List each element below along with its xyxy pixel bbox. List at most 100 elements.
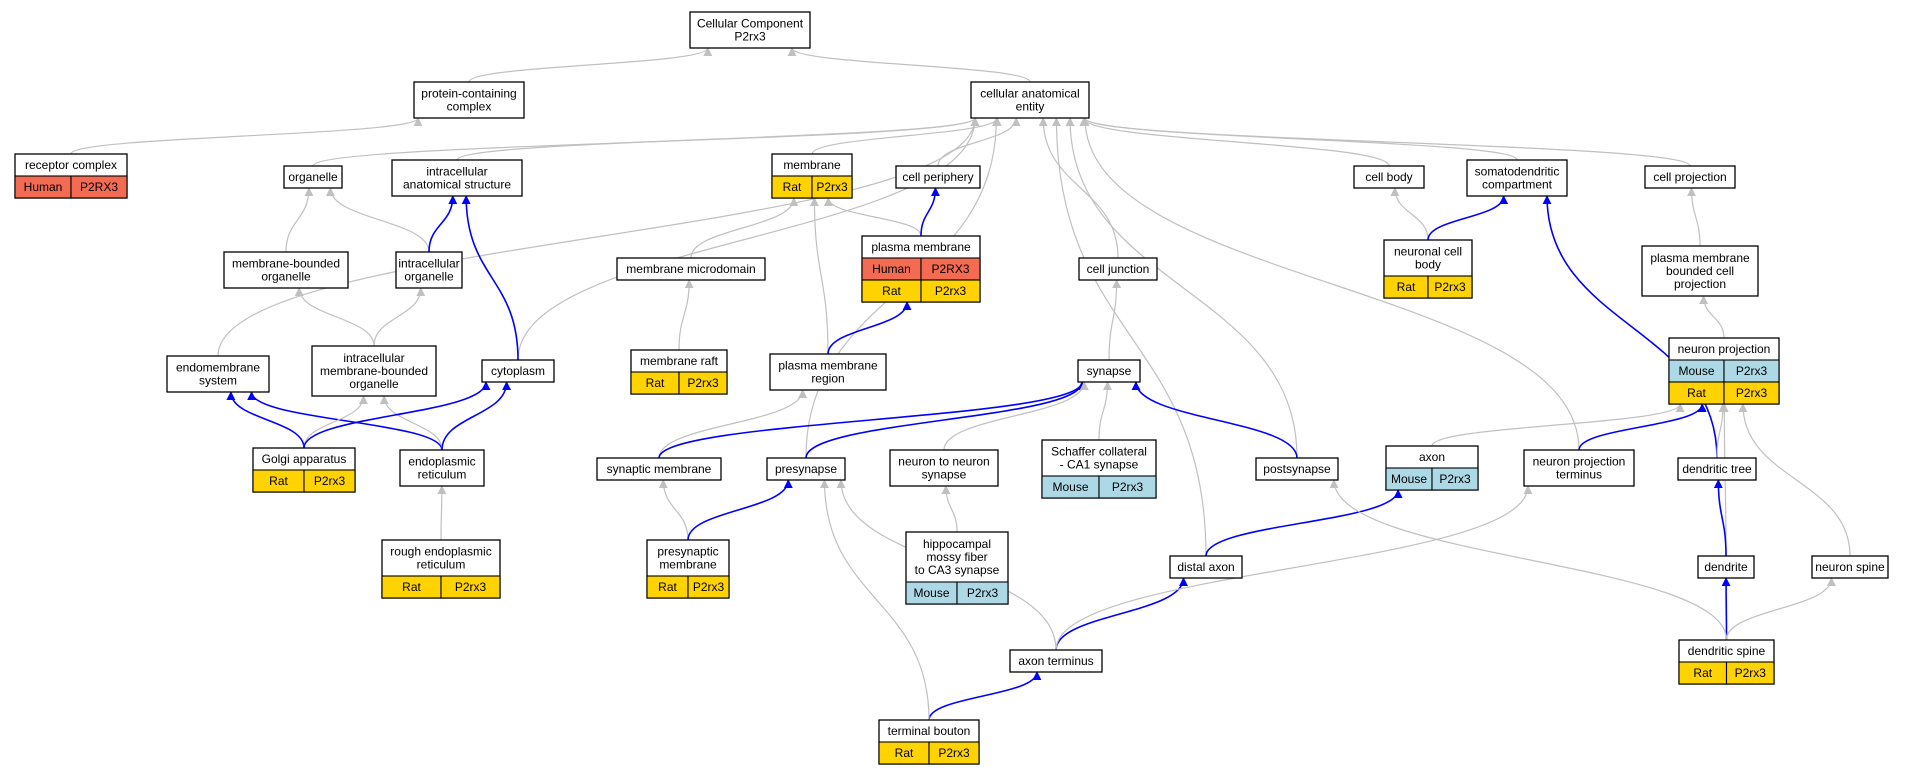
edge-np-to-pmbcp — [1699, 295, 1725, 339]
edge-post-to-syn — [1131, 381, 1298, 459]
edge-pm-to-cper — [920, 187, 940, 237]
node-box — [1169, 555, 1243, 579]
node-label: intracellular — [398, 257, 459, 271]
node-cbody[interactable]: cell body — [1353, 165, 1425, 189]
species-label: Mouse — [1678, 364, 1714, 378]
edge-npt-to-cae — [1080, 117, 1580, 451]
node-label: neuron spine — [1815, 560, 1885, 574]
node-box — [399, 449, 485, 487]
node-dtree[interactable]: dendritic tree — [1677, 457, 1757, 481]
node-dend[interactable]: dendrite — [1697, 555, 1755, 579]
node-label: endomembrane — [176, 361, 260, 375]
node-label: hippocampal — [923, 537, 991, 551]
node-label: synapse — [1087, 364, 1132, 378]
edge-pmr-to-pm — [827, 301, 912, 355]
node-sm[interactable]: synaptic membrane — [596, 457, 722, 481]
gene-cell — [811, 175, 853, 199]
edge-rc-to-pcc — [70, 117, 423, 155]
node-box — [889, 449, 999, 487]
node-mmd[interactable]: membrane microdomain — [616, 257, 766, 281]
edge-mbo-to-org — [285, 187, 314, 253]
edge-sm-to-pmr — [658, 389, 808, 459]
node-cj[interactable]: cell junction — [1078, 257, 1158, 281]
node-box — [391, 159, 523, 197]
edge-pre-to-syn — [805, 381, 1087, 459]
species-label: Rat — [1687, 386, 1706, 400]
edge-npt-to-np — [1578, 403, 1707, 451]
edge-ncb-to-cbody — [1390, 187, 1429, 241]
node-label: presynapse — [775, 462, 837, 476]
node-cyto[interactable]: cytoplasm — [481, 359, 555, 383]
node-box — [1353, 165, 1425, 189]
node-label: cell projection — [1653, 170, 1726, 184]
edge-cproj-to-cae — [1080, 117, 1691, 167]
node-pre[interactable]: presynapse — [766, 457, 846, 481]
node-cper[interactable]: cell periphery — [895, 165, 981, 189]
node-nspine[interactable]: neuron spine — [1811, 555, 1889, 579]
node-aterm[interactable]: axon terminus — [1009, 649, 1103, 673]
node-box — [166, 355, 270, 393]
edge-daxon-to-axon — [1205, 489, 1403, 557]
gene-cell — [1427, 275, 1473, 299]
node-label: axon terminus — [1018, 654, 1093, 668]
node-label: cytoplasm — [491, 364, 545, 378]
node-cproj[interactable]: cell projection — [1644, 165, 1736, 189]
gene-cell — [928, 741, 980, 765]
species-label: Mouse — [1052, 480, 1088, 494]
species-label: Rat — [269, 474, 288, 488]
node-label: plasma membrane — [778, 359, 878, 373]
edge-sm-to-syn — [658, 381, 1087, 459]
node-label: organelle — [349, 377, 399, 391]
node-label: endoplasmic — [408, 455, 475, 469]
species-label: Mouse — [1391, 472, 1427, 486]
node-label: terminal bouton — [888, 724, 971, 738]
gene-cell — [956, 581, 1009, 605]
edge-cbody-to-cae — [1079, 117, 1390, 167]
node-syn[interactable]: synapse — [1077, 359, 1141, 383]
node-daxon[interactable]: distal axon — [1169, 555, 1243, 579]
gene-label: P2RX3 — [80, 180, 118, 194]
species-label: Human — [24, 180, 63, 194]
node-label: dendritic spine — [1688, 644, 1766, 658]
node-post[interactable]: postsynapse — [1255, 457, 1339, 481]
node-org[interactable]: organelle — [283, 165, 343, 189]
node-label: bounded cell — [1666, 264, 1734, 278]
gene-cell — [920, 279, 981, 303]
node-box — [1078, 257, 1158, 281]
gene-cell — [70, 175, 128, 199]
node-box — [1009, 649, 1103, 673]
gene-label: P2rx3 — [1439, 472, 1471, 486]
edge-er-to-imbo — [379, 395, 443, 451]
node-box — [1644, 165, 1736, 189]
edge-ga-to-imbo — [303, 395, 368, 449]
species-label: Rat — [1693, 666, 1712, 680]
